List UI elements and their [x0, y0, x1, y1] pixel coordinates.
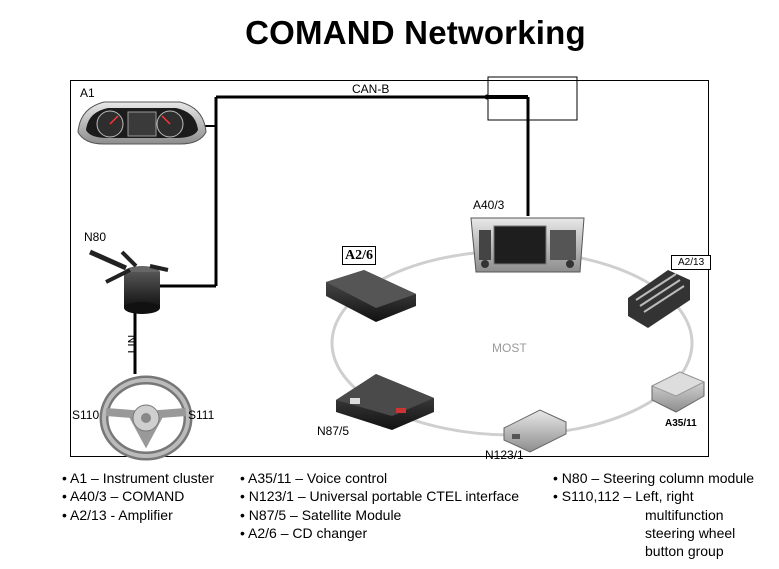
legend-column-3: • N80 – Steering column module • S110,11…: [553, 469, 754, 560]
steering-wheel-icon: [99, 375, 193, 461]
amplifier-icon: [628, 270, 690, 328]
legend-item: • A2/13 - Amplifier: [62, 506, 173, 523]
legend-item: • N80 – Steering column module: [553, 470, 755, 486]
steering-column-module-icon: [88, 249, 169, 314]
legend-item-continuation: multifunction: [645, 506, 724, 523]
legend-item-continuation: button group: [645, 543, 724, 560]
label-s111: S111: [188, 408, 215, 422]
label-lin: LIN: [125, 334, 140, 354]
label-most: MOST: [492, 341, 527, 355]
can-b-bus: [158, 76, 578, 288]
label-a2-13: A2/13: [671, 255, 712, 270]
label-s110: S110: [72, 408, 100, 422]
legend-column-2: • A35/11 – Voice control • N123/1 – Univ…: [240, 469, 519, 542]
label-a2-6: A2/6: [342, 246, 376, 265]
ctel-interface-icon: [503, 409, 567, 453]
page-title: COMAND Networking: [245, 14, 586, 51]
label-n80: N80: [84, 230, 107, 244]
legend-item: • A1 – Instrument cluster: [62, 470, 214, 486]
legend-item: • A35/11 – Voice control: [240, 470, 388, 486]
instrument-cluster-icon: [77, 101, 207, 145]
label-a35-11: A35/11: [665, 418, 697, 429]
voice-control-icon: [650, 371, 706, 413]
legend-column-1: • A1 – Instrument cluster • A40/3 – COMA…: [62, 469, 214, 524]
legend-item: • N87/5 – Satellite Module: [240, 506, 402, 523]
satellite-module-icon: [336, 374, 434, 430]
label-a1: A1: [80, 86, 95, 100]
legend-item-continuation: steering wheel: [645, 524, 736, 541]
label-n87-5: N87/5: [317, 424, 350, 438]
legend-item: • S110,112 – Left, right: [553, 488, 694, 505]
label-n123-1: N123/1: [485, 448, 524, 462]
label-a40-3: A40/3: [473, 198, 505, 212]
comand-head-unit-icon: [470, 217, 585, 273]
legend-item: • N123/1 – Universal portable CTEL inter…: [240, 488, 520, 505]
legend-item: • A2/6 – CD changer: [240, 524, 368, 541]
cd-changer-icon: [326, 270, 416, 322]
legend-item: • A40/3 – COMAND: [62, 488, 185, 505]
label-can-b: CAN-B: [352, 82, 390, 96]
